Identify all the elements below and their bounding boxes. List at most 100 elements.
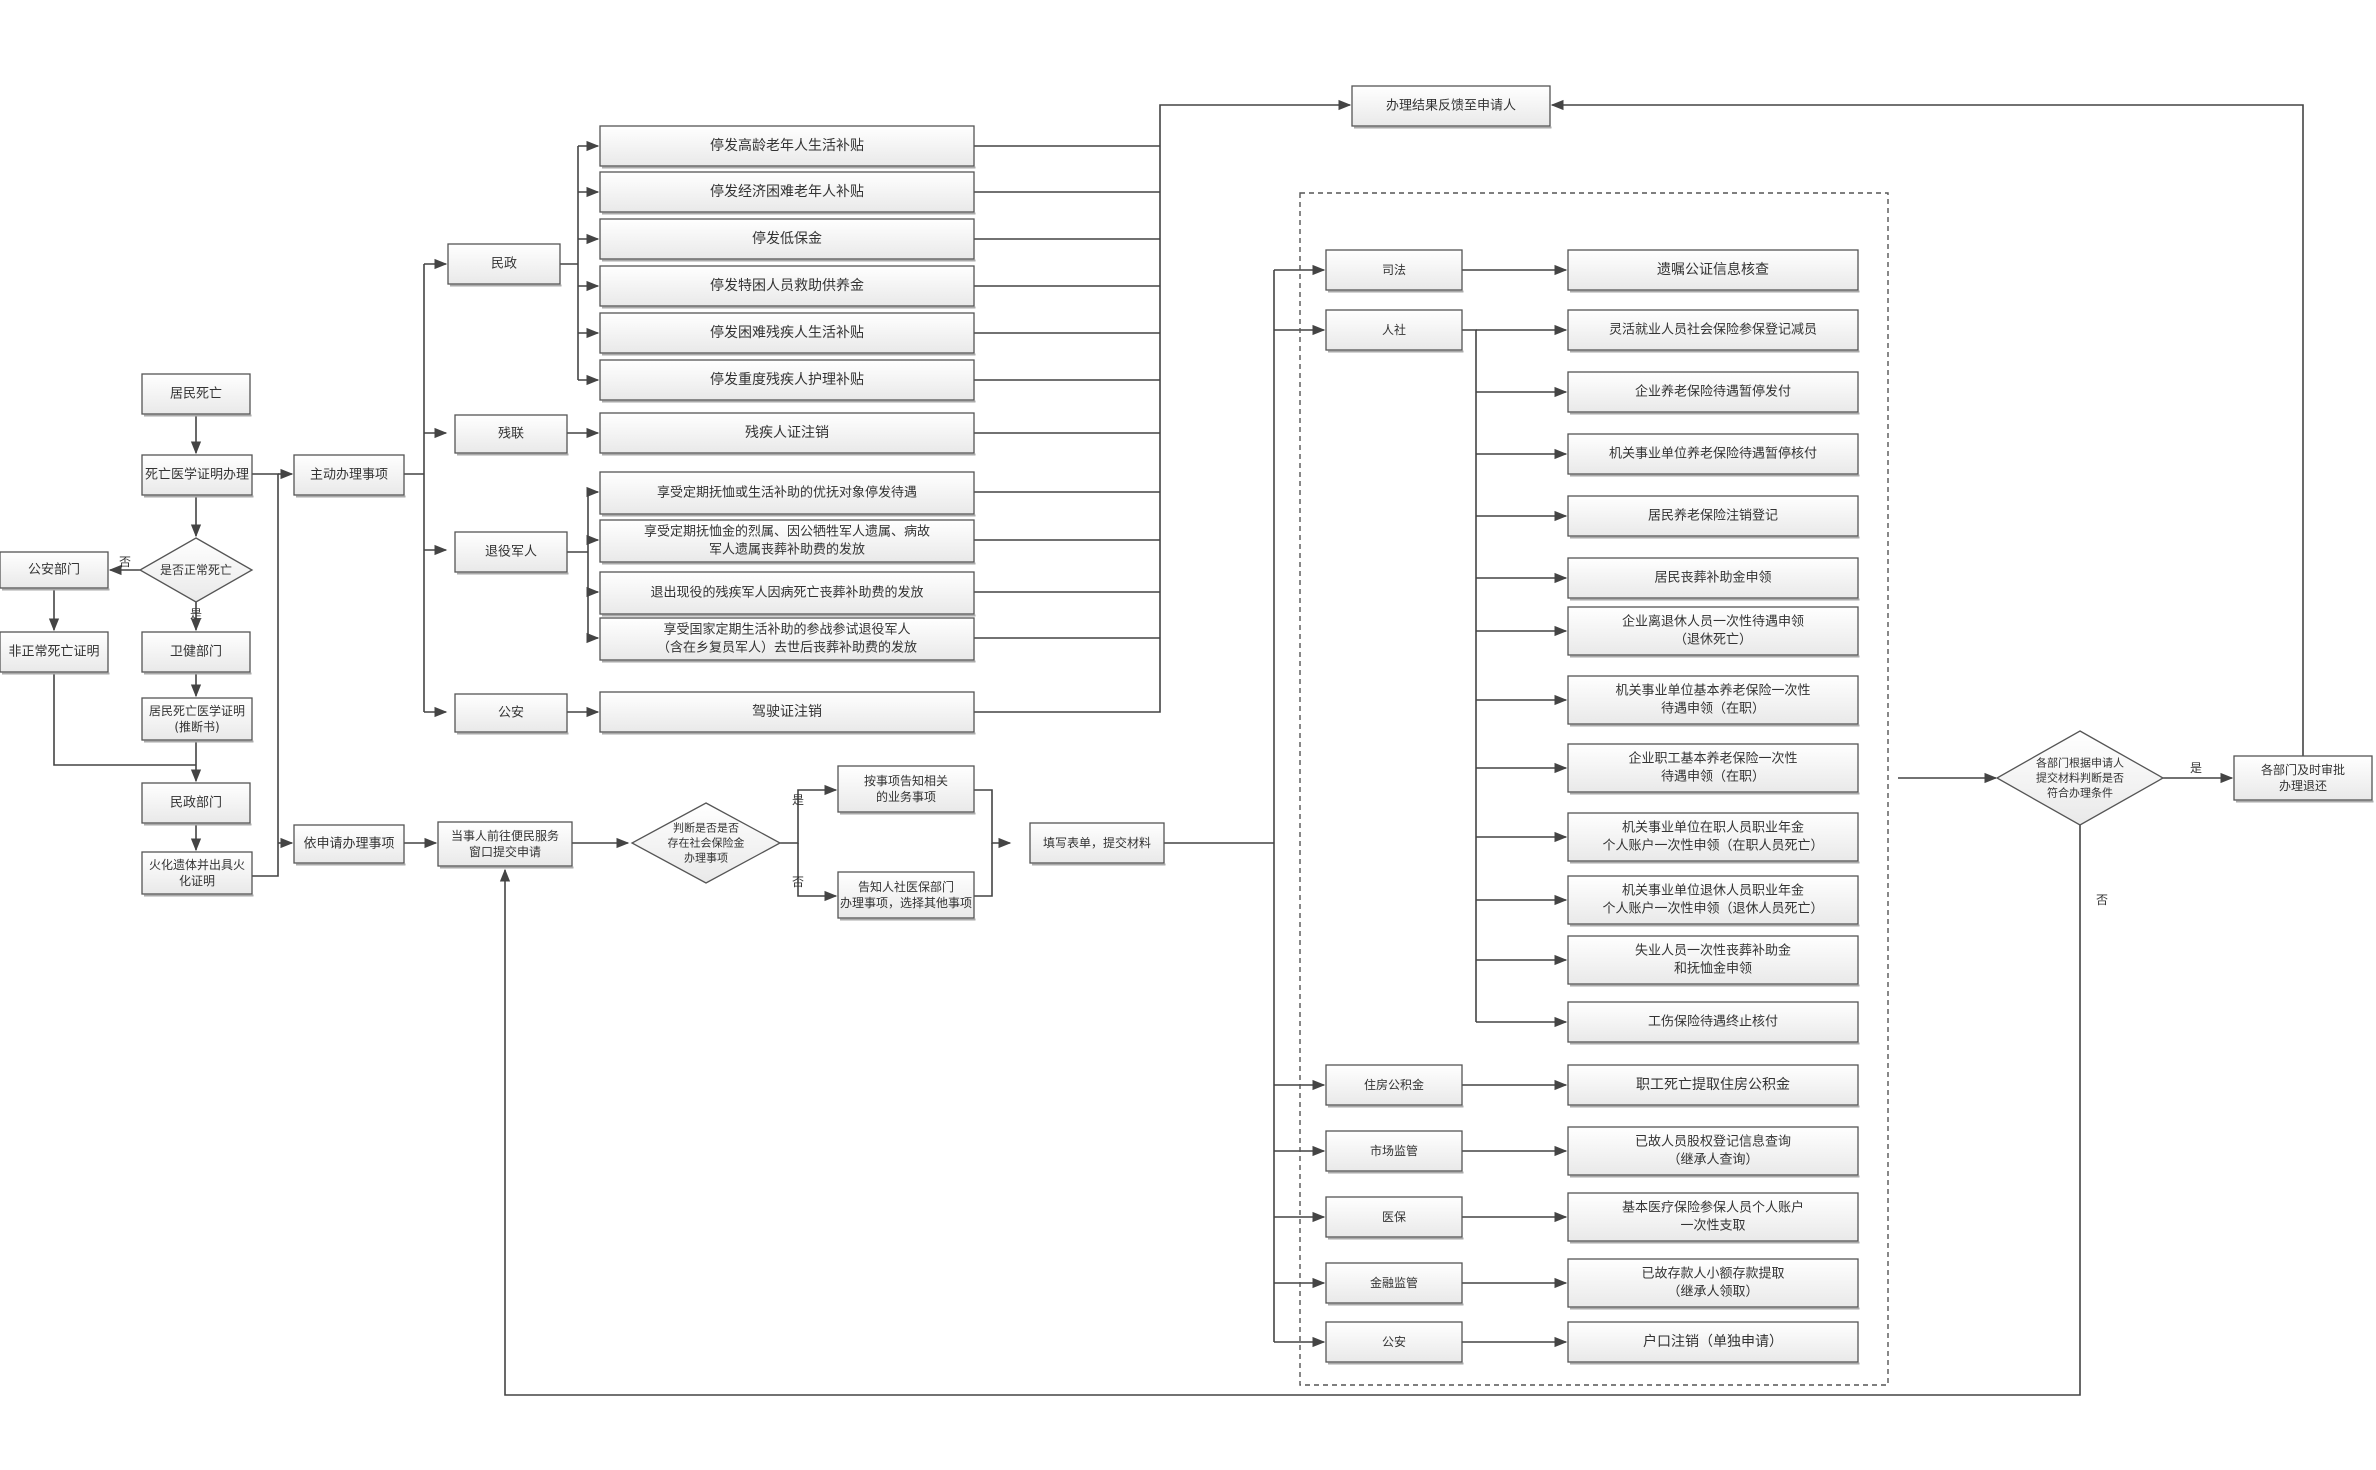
node-public-security-right: 公安 xyxy=(1325,1321,1464,1365)
node-text: (推断书) xyxy=(174,719,219,734)
node-text: 居民丧葬补助金申领 xyxy=(1654,570,1771,586)
node-text: 残疾人证注销 xyxy=(745,425,829,441)
edge-judge-yes xyxy=(780,784,838,844)
node-hrss-item-11: 工伤保险待遇终止核付 xyxy=(1567,1001,1860,1045)
node-civil-affairs-left-rect xyxy=(141,782,251,824)
node-death-certificate-processing-rect xyxy=(141,454,253,496)
node-civil-item-4-rect xyxy=(599,312,975,354)
node-text: 提交材料判断是否 xyxy=(2036,771,2124,785)
node-disabled-federation: 残联 xyxy=(454,414,569,456)
node-hrss-item-9-rect xyxy=(1567,875,1859,925)
edge-to-feedback xyxy=(974,99,1352,713)
node-veterans: 退役军人 xyxy=(454,531,569,575)
node-financial-supervision: 金融监管 xyxy=(1325,1262,1464,1306)
node-death-certificate-processing: 死亡医学证明办理 xyxy=(141,454,254,498)
node-proactive-items: 主动办理事项 xyxy=(293,454,406,498)
node-civil-affairs-rect xyxy=(447,243,561,285)
node-text: 符合办理条件 xyxy=(2047,785,2113,799)
node-text: 当事人前往便民服务 xyxy=(451,828,559,843)
node-police-item: 户口注销（单独申请） xyxy=(1567,1321,1860,1365)
node-medical-insurance: 医保 xyxy=(1325,1196,1464,1240)
node-text: 驾驶证注销 xyxy=(752,704,822,720)
node-text: 民政部门 xyxy=(170,796,222,811)
node-hrss-item-0: 灵活就业人员社会保险参保登记减员 xyxy=(1567,309,1860,353)
node-text: 是否正常死亡 xyxy=(160,563,232,577)
node-civil-item-4: 停发困难残疾人生活补贴 xyxy=(599,312,976,356)
node-text: 居民死亡医学证明 xyxy=(149,703,245,718)
decision-social-insurance-shape xyxy=(630,802,782,884)
decision-normal-death: 是否正常死亡 xyxy=(138,537,254,603)
edge-review-no-return xyxy=(499,825,2081,1396)
node-text: 停发高龄老年人生活补贴 xyxy=(710,137,864,154)
label-yes-left: 是 xyxy=(190,607,202,621)
node-public-security-mid-rect xyxy=(454,693,568,733)
node-text: 告知人社医保部门 xyxy=(858,879,954,894)
node-text: 按事项告知相关 xyxy=(864,774,948,788)
node-text: 和抚恤金申领 xyxy=(1674,960,1752,976)
label-yes-mid: 是 xyxy=(792,793,804,807)
node-hrss-item-3: 居民养老保险注销登记 xyxy=(1567,495,1860,539)
node-medical-insurance-rect xyxy=(1325,1196,1463,1238)
nodes: 居民死亡死亡医学证明办理是否正常死亡公安部门非正常死亡证明卫健部门居民死亡医学证… xyxy=(0,85,2374,1386)
node-text: 机关事业单位在职人员职业年金 xyxy=(1622,820,1804,836)
node-text: 机关事业单位退休人员职业年金 xyxy=(1622,883,1804,899)
node-justice-item: 遗嘱公证信息核查 xyxy=(1567,249,1860,293)
node-civil-item-1: 停发经济困难老年人补贴 xyxy=(599,171,976,215)
node-text: 住房公积金 xyxy=(1364,1077,1424,1092)
node-housing-fund-rect xyxy=(1325,1064,1463,1106)
node-fill-form: 填写表单，提交材料 xyxy=(1029,822,1166,866)
node-text: 基本医疗保险参保人员个人账户 xyxy=(1622,1200,1804,1216)
node-result-feedback: 办理结果反馈至申请人 xyxy=(1351,85,1552,129)
node-medical-certificate-rect xyxy=(141,697,253,741)
node-justice-rect xyxy=(1325,249,1463,291)
node-text: 停发重度残疾人护理补贴 xyxy=(710,371,864,388)
node-text: 企业离退休人员一次性待遇申领 xyxy=(1622,614,1804,630)
node-hrss-item-8-rect xyxy=(1567,812,1859,862)
node-housing-item-rect xyxy=(1567,1064,1859,1106)
node-text: 机关事业单位养老保险待遇暂停核付 xyxy=(1609,446,1817,462)
node-market-item-rect xyxy=(1567,1126,1859,1176)
label-no-mid: 否 xyxy=(792,875,804,889)
node-health-department: 卫健部门 xyxy=(141,631,252,675)
node-text: 办理事项，选择其他事项 xyxy=(840,895,972,910)
node-veteran-item-3-rect xyxy=(599,617,975,661)
node-hrss-item-3-rect xyxy=(1567,495,1859,537)
node-text: 退出现役的残疾军人因病死亡丧葬补助费的发放 xyxy=(650,585,923,601)
node-text: 军人遗属丧葬补助费的发放 xyxy=(709,541,865,557)
node-text: 办理退还 xyxy=(2279,778,2327,793)
node-text: （继承人查询） xyxy=(1667,1152,1758,1167)
node-license-cancel-rect xyxy=(599,691,975,733)
node-police-item-rect xyxy=(1567,1321,1859,1363)
node-civil-item-0-rect xyxy=(599,125,975,167)
node-civil-affairs: 民政 xyxy=(447,243,562,287)
node-text: （含在乡复员军人）去世后丧葬补助费的发放 xyxy=(657,639,917,655)
edge-trunk xyxy=(252,473,279,877)
decision-normal-death-shape xyxy=(138,537,254,603)
node-text: 金融监管 xyxy=(1370,1275,1418,1290)
node-text: 死亡医学证明办理 xyxy=(145,467,249,483)
node-text: 停发困难残疾人生活补贴 xyxy=(710,324,864,341)
node-text: 人社 xyxy=(1382,322,1406,337)
node-text: 享受定期抚恤金的烈属、因公牺牲军人遗属、病故 xyxy=(644,524,930,540)
node-public-security-mid: 公安 xyxy=(454,693,569,735)
node-hrss: 人社 xyxy=(1325,309,1464,353)
node-text: 失业人员一次性丧葬补助金 xyxy=(1635,943,1791,959)
node-medical-certificate: 居民死亡医学证明(推断书) xyxy=(141,697,254,743)
node-veterans-rect xyxy=(454,531,568,573)
node-text: 待遇申领（在职） xyxy=(1661,701,1765,716)
decision-review-shape xyxy=(1995,730,2165,826)
label-no-right: 否 xyxy=(2096,893,2108,907)
node-text: 公安 xyxy=(498,706,524,721)
node-text: 个人账户一次性申领（退休人员死亡） xyxy=(1602,900,1823,916)
node-text: 享受定期抚恤或生活补助的优抚对象停发待遇 xyxy=(657,485,917,501)
node-text: （退休死亡） xyxy=(1674,632,1752,647)
node-hrss-item-4: 居民丧葬补助金申领 xyxy=(1567,557,1860,601)
node-cremation-rect xyxy=(141,851,253,895)
